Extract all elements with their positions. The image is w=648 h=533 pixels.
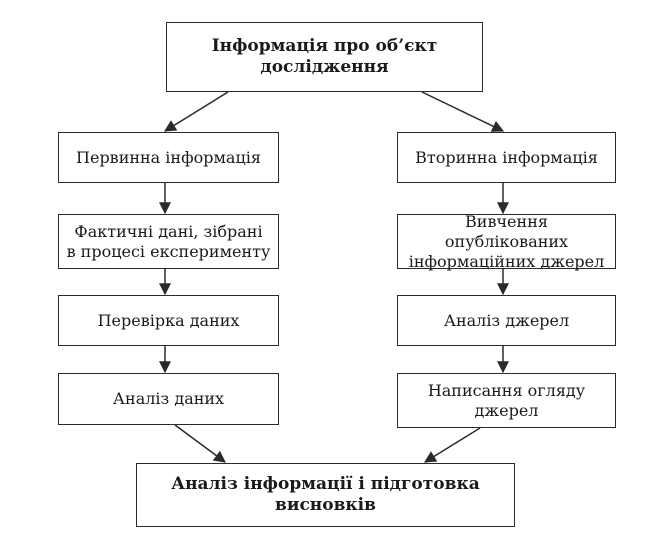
arrow-top-to-secondary xyxy=(421,91,505,132)
node-primary-info-label: Первинна інформація xyxy=(76,147,261,167)
node-research-object-info-line1: Інформація про об’єкт xyxy=(211,35,438,56)
node-data-check: Перевірка даних xyxy=(58,295,279,346)
node-study-publications-line2: інформаційних джерел xyxy=(408,251,605,271)
node-secondary-info: Вторинна інформація xyxy=(397,132,616,183)
node-research-object-info-line2: дослідження xyxy=(260,57,389,77)
arrow-analysis-to-bottom xyxy=(174,424,226,463)
node-source-analysis: Аналіз джерел xyxy=(397,295,616,346)
arrow-top-to-primary xyxy=(163,91,229,132)
node-study-publications: Вивчення опублікованих інформаційних дже… xyxy=(397,211,616,271)
node-source-review-line1: Написання огляду xyxy=(427,380,586,400)
node-experiment-facts-line2: в процесі експерименту xyxy=(66,241,271,261)
node-source-review: Написання огляду джерел xyxy=(397,373,616,428)
node-secondary-info-label: Вторинна інформація xyxy=(415,147,598,167)
node-study-publications-line1: Вивчення опублікованих xyxy=(444,211,569,251)
node-data-analysis-label: Аналіз даних xyxy=(112,389,225,408)
node-data-analysis: Аналіз даних xyxy=(58,373,279,425)
node-primary-info: Первинна інформація xyxy=(58,132,279,183)
node-experiment-facts-line1: Фактичні дані, зібрані xyxy=(74,221,263,241)
node-experiment-facts: Фактичні дані, зібрані в процесі експери… xyxy=(58,214,279,269)
node-data-check-label: Перевірка даних xyxy=(97,310,240,330)
node-info-analysis-conclusions-line1: Аналіз інформації і підготовка xyxy=(171,473,480,494)
node-research-object-info: Інформація про об’єкт дослідження xyxy=(166,22,483,92)
node-source-review-line2: джерел xyxy=(474,400,539,420)
node-source-analysis-label: Аналіз джерел xyxy=(443,310,570,330)
node-info-analysis-conclusions: Аналіз інформації і підготовка висновків xyxy=(136,463,515,527)
node-info-analysis-conclusions-line2: висновків xyxy=(275,495,376,515)
arrow-review-to-bottom xyxy=(423,427,481,463)
